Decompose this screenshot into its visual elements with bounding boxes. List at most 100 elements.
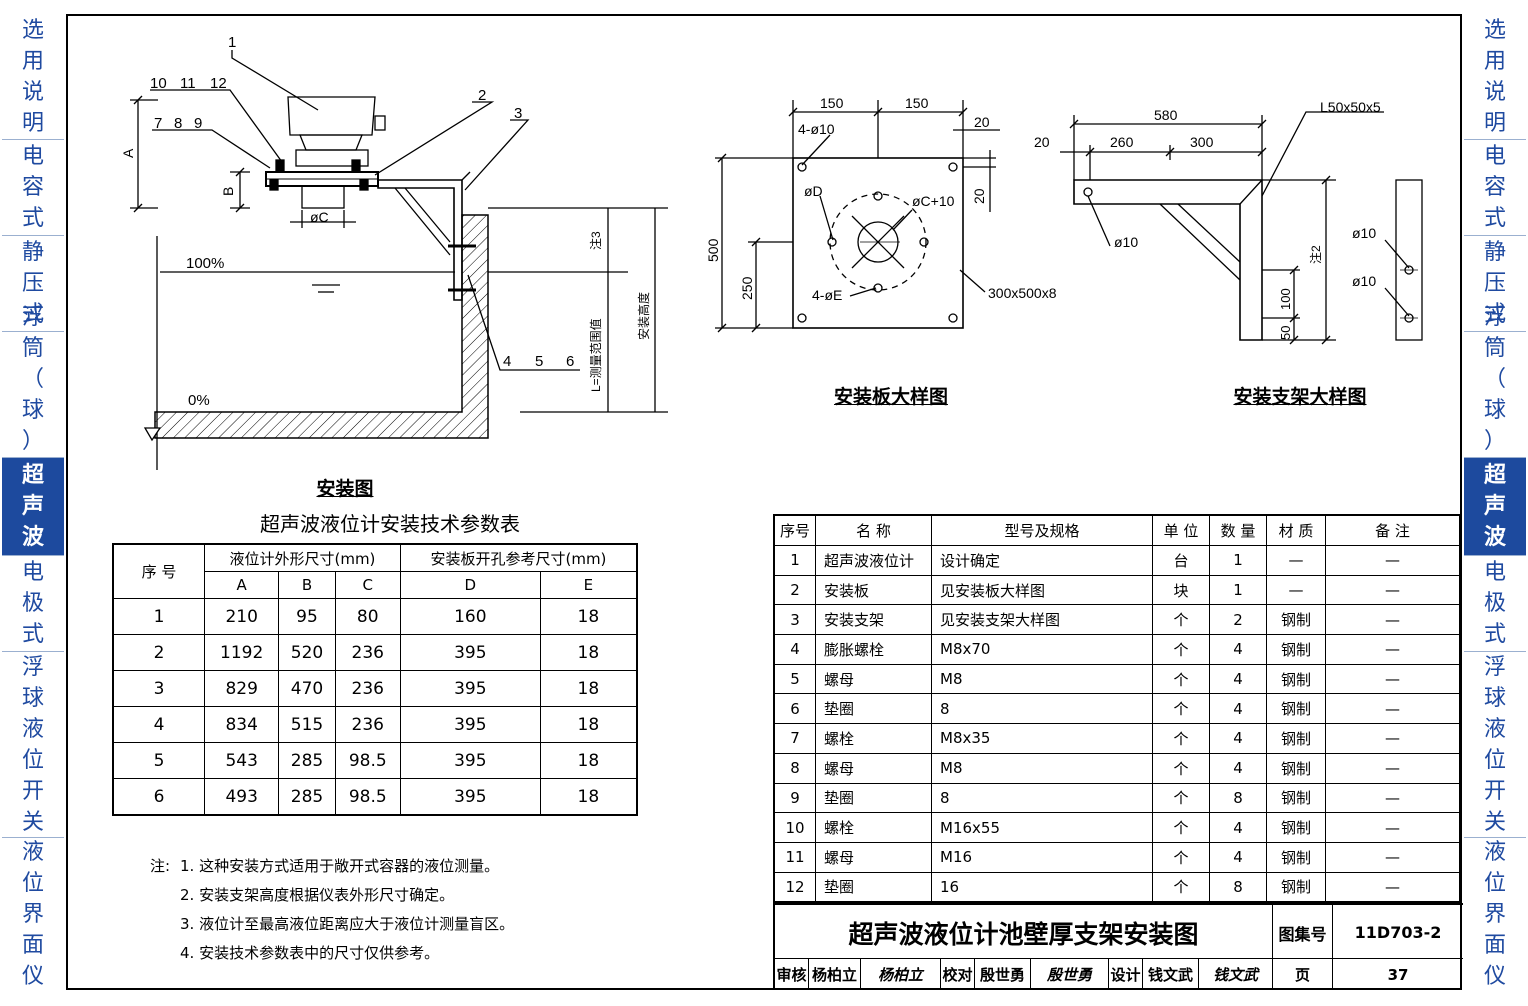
plate-dim-150-right: 150 — [905, 95, 929, 111]
plate-holes-4-10: 4-ø10 — [798, 121, 835, 137]
callout-7: 7 — [154, 115, 162, 132]
sidebar-item-float-switch[interactable]: 浮球液位开关 — [1464, 652, 1526, 838]
cell: 4 — [773, 634, 816, 665]
cell: 395 — [399, 634, 541, 671]
cell: 垫圈 — [815, 782, 932, 814]
parts-header-name: 名 称 — [815, 514, 932, 546]
cell: — — [1325, 604, 1461, 636]
atlas-number: 11D703-2 — [1354, 923, 1442, 942]
cell: 个 — [1152, 693, 1210, 725]
cell: — — [1325, 634, 1461, 665]
cell: 4 — [112, 706, 205, 743]
cell: 395 — [399, 706, 541, 743]
cell: — — [1325, 812, 1461, 843]
sidebar-item-selection-notes[interactable]: 选用说明 — [1464, 14, 1526, 140]
param-col-c: C — [334, 571, 401, 599]
sidebar-item-electrode[interactable]: 电极式 — [1464, 556, 1526, 652]
cell: 18 — [539, 778, 638, 816]
cell: 见安装支架大样图 — [931, 604, 1153, 636]
bracket-note2: 注2 — [1308, 245, 1323, 264]
cell: 9 — [773, 782, 816, 814]
cell: 螺栓 — [815, 723, 932, 754]
cell: 安装支架 — [815, 604, 932, 636]
sidebar-item-capacitive[interactable]: 电容式 — [1464, 140, 1526, 236]
cell: 螺母 — [815, 663, 932, 695]
plate-dim-20-side: 20 — [971, 188, 987, 204]
sidebar-item-label: 电容式 — [21, 144, 44, 231]
cell: 98.5 — [334, 742, 401, 779]
bracket-hole-1: ø10 — [1114, 234, 1138, 250]
checker-signature: 殷世勇 — [1031, 959, 1109, 990]
plate-dim-150-left: 150 — [820, 95, 844, 111]
dim-c: øC — [310, 209, 329, 225]
level-100: 100% — [186, 255, 224, 272]
sidebar-item-interface[interactable]: 液位界面仪 — [1464, 838, 1526, 990]
cell: 个 — [1152, 871, 1210, 903]
sidebar-item-label: 液位界面仪 — [1483, 839, 1506, 989]
plate-dim-20-top: 20 — [974, 114, 990, 130]
cell: 钢制 — [1266, 693, 1326, 725]
cell: 236 — [334, 706, 401, 743]
plate-hole-d: øD — [804, 183, 823, 199]
cell: 块 — [1152, 574, 1210, 606]
sidebar-item-label: 电极式 — [1483, 560, 1506, 647]
plate-detail-drawing: 150 150 20 20 500 250 4-ø10 øD øC+10 4-ø… — [705, 95, 1057, 333]
param-header-plate-hole: 安装板开孔参考尺寸(mm) — [399, 543, 638, 572]
cell: 4 — [1209, 634, 1267, 665]
sidebar-item-selection-notes[interactable]: 选用说明 — [2, 14, 64, 140]
cell: — — [1325, 693, 1461, 725]
cell: 18 — [539, 598, 638, 635]
cell: 98.5 — [334, 778, 401, 816]
sidebar-item-ultrasonic[interactable]: 超声波 — [2, 458, 64, 556]
sidebar-item-float-tube[interactable]: 浮筒（球）式 — [1464, 305, 1526, 485]
cell: 285 — [278, 742, 336, 779]
cell: 395 — [399, 778, 541, 816]
sidebar-item-float-tube[interactable]: 浮筒（球）式 — [2, 305, 64, 485]
cell: 钢制 — [1266, 752, 1326, 784]
cell: 钢制 — [1266, 723, 1326, 754]
bracket-dim-300: 300 — [1190, 134, 1214, 150]
cell: — — [1266, 574, 1326, 606]
cell: — — [1325, 782, 1461, 814]
cell: 4 — [1209, 663, 1267, 695]
cell: 5 — [773, 663, 816, 695]
cell: — — [1325, 723, 1461, 754]
sidebar-item-ultrasonic[interactable]: 超声波 — [1464, 458, 1526, 556]
tank-wall — [154, 214, 489, 439]
cell: 4 — [1209, 841, 1267, 873]
cell: 钢制 — [1266, 871, 1326, 903]
param-col-e: E — [539, 571, 638, 599]
cell: 见安装板大样图 — [931, 574, 1153, 606]
cell: 10 — [773, 812, 816, 843]
sidebar-item-label: 超声波 — [21, 463, 44, 550]
cell: 4 — [1209, 693, 1267, 725]
plate-dim-500: 500 — [705, 238, 721, 262]
cell: 1 — [112, 598, 205, 635]
sidebar-item-float-switch[interactable]: 浮球液位开关 — [2, 652, 64, 838]
cell: 236 — [334, 670, 401, 707]
cell: 12 — [773, 871, 816, 903]
cell: 个 — [1152, 782, 1210, 814]
sidebar-item-electrode[interactable]: 电极式 — [2, 556, 64, 652]
sidebar-item-static-pressure[interactable]: 静压式 — [2, 236, 64, 332]
sidebar-item-static-pressure[interactable]: 静压式 — [1464, 236, 1526, 332]
callout-leader — [231, 50, 319, 111]
bracket-drawing-caption: 安装支架大样图 — [1233, 386, 1367, 408]
bracket-detail-drawing: 580 20 260 300 100 50 L50x50x5 ø10 ø10 ø… — [1034, 99, 1423, 345]
cell: 8 — [931, 693, 1153, 725]
param-col-d: D — [399, 571, 541, 599]
title-block: 超声波液位计池壁厚支架安装图 图集号 11D703-2 审核 杨柏立 杨柏立 校… — [773, 903, 1463, 990]
sidebar-item-interface[interactable]: 液位界面仪 — [2, 838, 64, 990]
cell: 4 — [1209, 812, 1267, 843]
bracket-dim-580: 580 — [1154, 107, 1178, 123]
note-1: 1. 这种安装方式适用于敞开式容器的液位测量。 — [180, 857, 500, 875]
sidebar-item-label: 浮筒（球）式 — [21, 304, 44, 485]
sidebar-item-capacitive[interactable]: 电容式 — [2, 140, 64, 236]
cell: 2 — [1209, 604, 1267, 636]
